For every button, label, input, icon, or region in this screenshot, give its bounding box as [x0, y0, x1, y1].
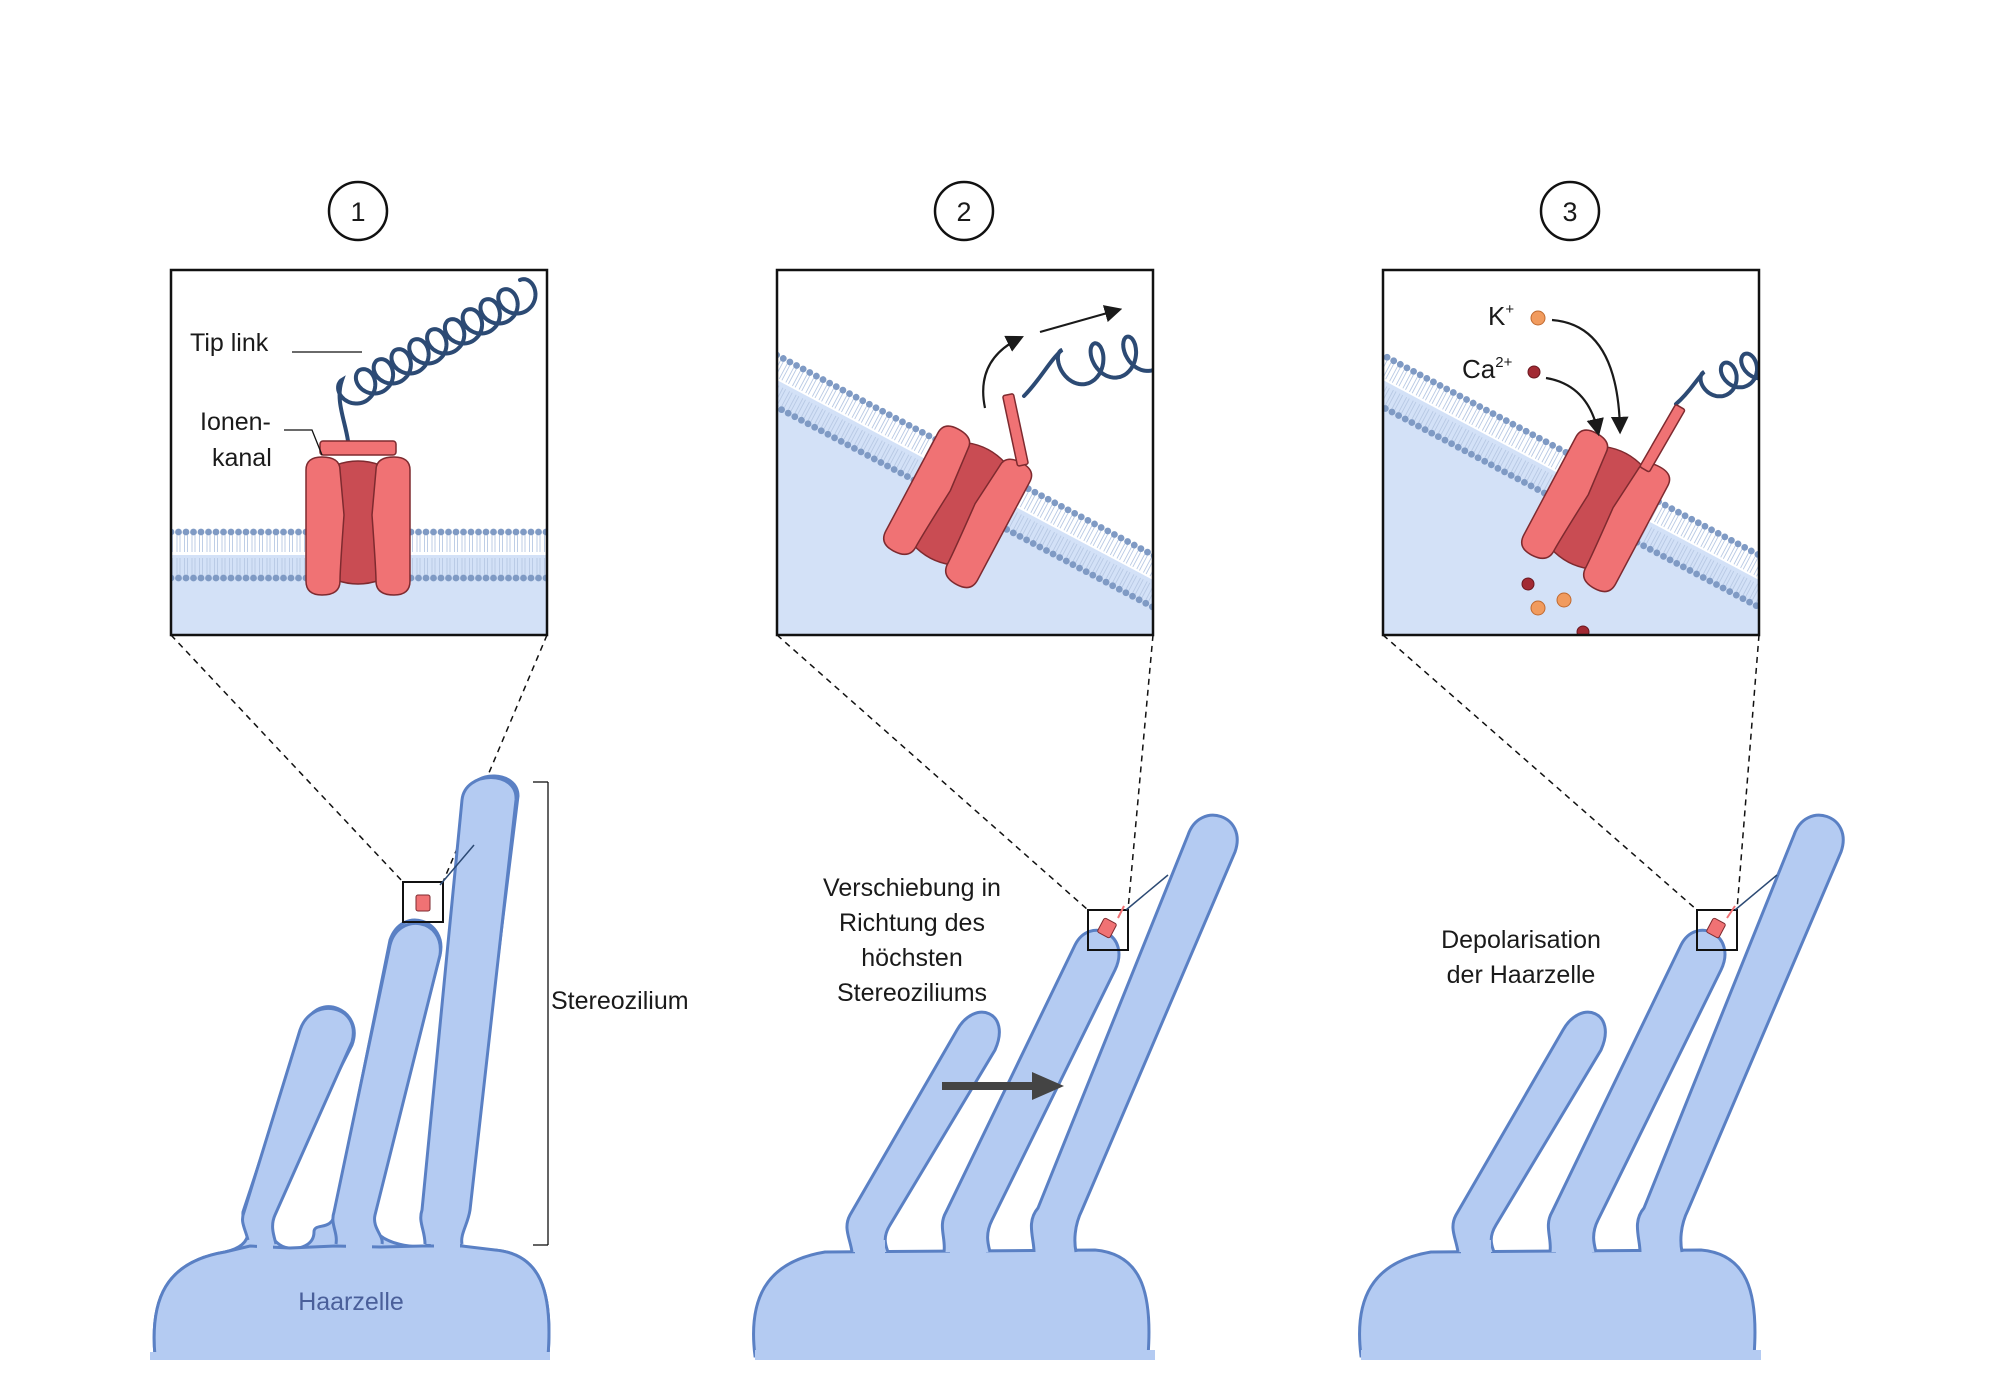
potassium-ion	[1530, 310, 1546, 326]
inset-frame	[775, 268, 1155, 637]
ion-channel-label-2: kanal	[212, 444, 272, 472]
calcium-ion	[1521, 577, 1535, 591]
calcium-ion	[1527, 365, 1541, 379]
ion-channel-label-1: Ionen-	[200, 408, 271, 436]
caption-line-1: Verschiebung in	[823, 874, 1001, 902]
step-number-circle	[327, 180, 389, 242]
step-number: 1	[350, 197, 365, 227]
potassium-label: K+	[1488, 301, 1514, 331]
hair-cell-label: Haarzelle	[298, 1288, 404, 1316]
stereocilia	[241, 776, 518, 1245]
caption-line-3: höchsten	[861, 944, 962, 972]
stereocilia	[1451, 813, 1845, 1253]
ion-channel	[305, 440, 411, 596]
zoom-box	[1087, 909, 1129, 951]
panel-2: 2	[752, 180, 1239, 1360]
ion-channel	[1521, 429, 1671, 593]
step-number-circle	[1539, 180, 1601, 242]
tip-link-label: Tip link	[190, 329, 269, 357]
step-number: 3	[1562, 197, 1577, 227]
hair-cell	[1358, 1248, 1757, 1358]
stereocilium-bracket	[533, 781, 549, 1246]
caption-line-2: der Haarzelle	[1447, 961, 1596, 989]
calcium-ion	[1576, 625, 1590, 635]
inset-frame	[169, 268, 549, 637]
potassium-ion	[1530, 600, 1546, 616]
zoom-inset: K+ Ca2+	[1381, 268, 1761, 637]
inset-frame	[1381, 268, 1761, 637]
channel-gate	[1002, 393, 1029, 467]
step-number: 2	[956, 197, 971, 227]
cytoplasm	[1383, 355, 1759, 635]
caption-line-1: Depolarisation	[1441, 926, 1601, 954]
zoom-box	[1696, 909, 1738, 951]
displacement-arrow	[1032, 1072, 1064, 1100]
step-number-circle	[933, 180, 995, 242]
hair-cell	[752, 1248, 1151, 1358]
zoom-inset: Tip link Ionen- kanal	[169, 268, 549, 637]
caption-line-4: Stereoziliums	[837, 979, 987, 1007]
tip-link	[1674, 351, 1759, 406]
tip-link	[1022, 334, 1153, 398]
displacement-caption: Verschiebung in Richtung des höchsten St…	[823, 874, 1001, 1007]
cytoplasm	[777, 355, 1153, 635]
stereocilia	[845, 813, 1239, 1253]
potassium-ion	[1556, 592, 1572, 608]
depolarisation-caption: Depolarisation der Haarzelle	[1441, 926, 1601, 989]
tip-link	[336, 277, 538, 443]
ion-channel-leader	[284, 429, 323, 456]
panel-3: 3	[1358, 180, 1845, 1360]
zoom-inset	[775, 268, 1155, 637]
zoom-box	[402, 881, 444, 923]
calcium-label: Ca2+	[1462, 354, 1513, 384]
panel-1: 1 Tip link Ionen-	[150, 180, 689, 1360]
ion-channel	[883, 425, 1033, 589]
caption-line-2: Richtung des	[839, 909, 985, 937]
channel-gate	[1639, 404, 1686, 473]
stereocilium-label: Stereozilium	[551, 987, 689, 1015]
